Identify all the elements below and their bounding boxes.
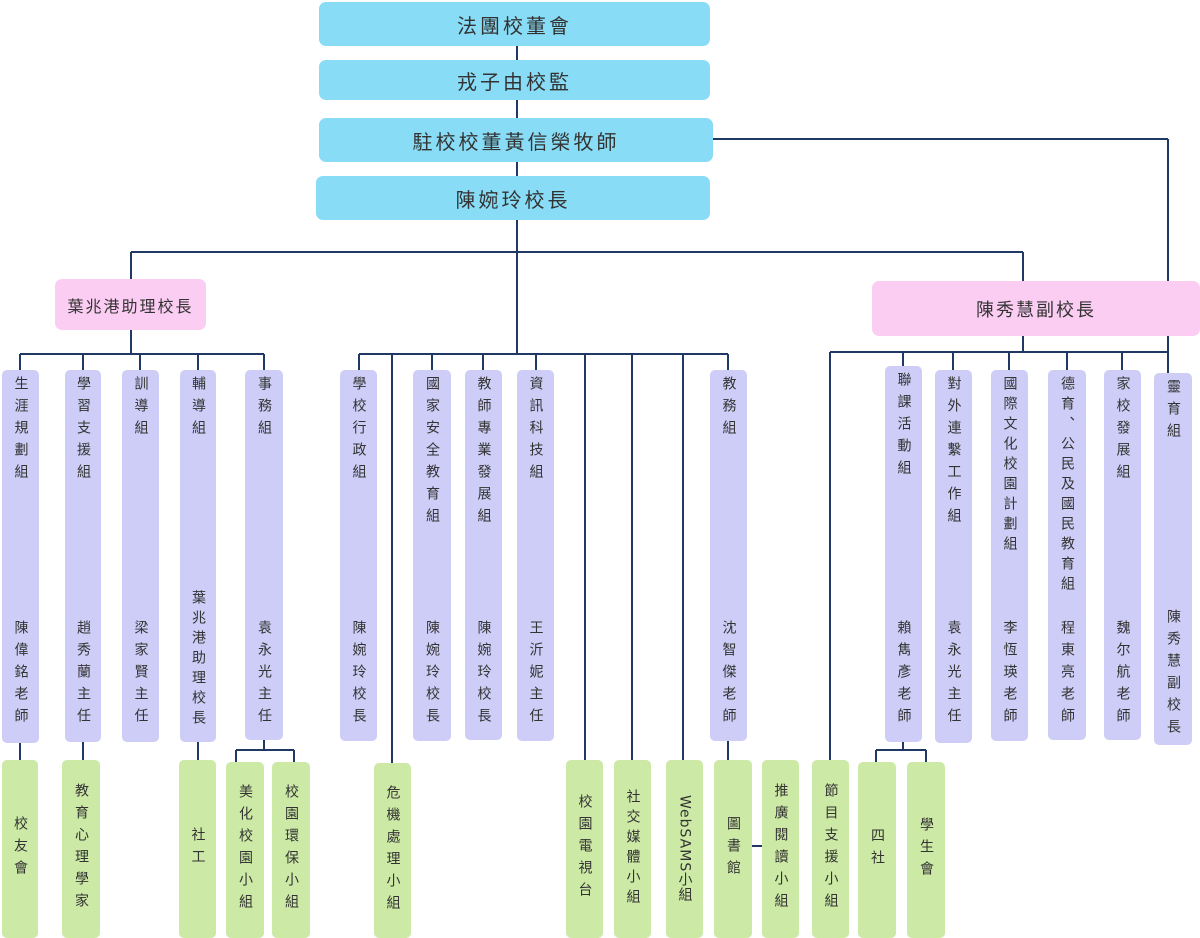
group-label: 美化校園小組 <box>237 784 253 916</box>
dept-owner: 魏尔航老師 <box>1114 620 1131 730</box>
dept-name: 輔導組 <box>190 376 206 442</box>
group-label: 校園環保小組 <box>283 784 299 916</box>
group-crisis-handling: 危機處理小組 <box>374 763 411 938</box>
dept-spiritual: 靈育組陳秀慧副校長 <box>1154 373 1192 745</box>
board-label: 法團校董會 <box>457 13 572 38</box>
dept-name: 生涯規劃組 <box>12 376 29 486</box>
dept-owner: 陳婉玲校長 <box>475 620 492 730</box>
group-label: 社交媒體小組 <box>624 789 641 909</box>
group-label: 學生會 <box>918 817 934 883</box>
group-library: 圖書館 <box>714 760 752 938</box>
dept-owner: 王沂妮主任 <box>527 620 544 730</box>
dept-extracurricular: 聯課活動組賴雋彥老師 <box>885 366 922 742</box>
group-reading-promotion: 推廣閱讀小組 <box>762 760 799 938</box>
dept-owner: 程東亮老師 <box>1059 620 1075 730</box>
group-label: 校友會 <box>12 816 28 882</box>
deputy-principal-label: 陳秀慧副校長 <box>976 299 1096 321</box>
dept-name: 家校發展組 <box>1114 376 1131 486</box>
dept-name: 學校行政組 <box>350 376 367 486</box>
dept-owner: 梁家賢主任 <box>132 620 149 730</box>
dept-general-affairs: 事務組袁永光主任 <box>245 370 283 740</box>
dept-international-culture: 國際文化校園計劃組李恆瑛老師 <box>991 370 1028 741</box>
dept-it: 資訊科技組王沂妮主任 <box>517 370 554 741</box>
deputy-principal-box: 陳秀慧副校長 <box>872 281 1200 336</box>
group-label: 校園電視台 <box>576 794 593 904</box>
dept-name: 教師專業發展組 <box>475 376 492 530</box>
group-label: 四社 <box>869 828 885 872</box>
group-label: 節目支援小組 <box>822 783 839 915</box>
group-campus-environmental: 校園環保小組 <box>272 762 310 938</box>
dept-external-liaison: 對外連繫工作組袁永光主任 <box>935 370 972 743</box>
dept-counseling: 輔導組葉兆港助理校長 <box>180 370 216 742</box>
dept-name: 訓導組 <box>132 376 149 442</box>
group-label: 教育心理學家 <box>73 783 89 915</box>
dept-name: 德育、公民及國民教育組 <box>1059 376 1075 596</box>
dept-name: 國家安全教育組 <box>424 376 440 530</box>
dept-national-security: 國家安全教育組陳婉玲校長 <box>413 370 451 741</box>
principal-box: 陳婉玲校長 <box>316 176 710 220</box>
group-label: 圖書館 <box>725 816 741 882</box>
group-social-worker: 社工 <box>179 760 216 938</box>
group-social-media: 社交媒體小組 <box>614 760 651 938</box>
dept-name: 聯課活動組 <box>895 372 912 482</box>
group-educational-psychologist: 教育心理學家 <box>62 760 100 938</box>
assistant-principal-label: 葉兆港助理校長 <box>67 296 194 316</box>
dept-name: 靈育組 <box>1165 379 1181 445</box>
dept-owner: 陳秀慧副校長 <box>1165 609 1181 741</box>
supervisor-box: 戎子由校監 <box>319 60 710 100</box>
dept-learning-support: 學習支援組趙秀蘭主任 <box>65 370 101 742</box>
dept-name: 對外連繫工作組 <box>945 376 962 530</box>
group-label: WebSAMS小組 <box>676 795 693 903</box>
assistant-principal-box: 葉兆港助理校長 <box>55 279 206 330</box>
dept-owner: 陳婉玲校長 <box>350 620 367 730</box>
dept-career-planning: 生涯規劃組陳偉銘老師 <box>2 370 39 743</box>
dept-name: 國際文化校園計劃組 <box>1001 376 1018 556</box>
dept-owner: 陳婉玲校長 <box>424 620 440 730</box>
dept-owner: 李恆瑛老師 <box>1001 620 1018 730</box>
dept-academic-affairs: 教務組沈智傑老師 <box>710 370 747 741</box>
dept-owner: 趙秀蘭主任 <box>75 620 91 730</box>
group-student-union: 學生會 <box>907 762 945 938</box>
dept-school-admin: 學校行政組陳婉玲校長 <box>340 370 377 741</box>
dept-home-school: 家校發展組魏尔航老師 <box>1104 370 1141 740</box>
dept-moral-civic: 德育、公民及國民教育組程東亮老師 <box>1048 370 1086 740</box>
group-label: 危機處理小組 <box>384 784 401 917</box>
dept-owner: 沈智傑老師 <box>720 620 737 730</box>
dept-owner: 袁永光主任 <box>256 620 272 730</box>
principal-label: 陳婉玲校長 <box>455 187 571 212</box>
group-alumni: 校友會 <box>2 760 38 938</box>
group-label: 推廣閱讀小組 <box>772 783 789 915</box>
group-campus-beautification: 美化校園小組 <box>226 762 264 938</box>
group-websams: WebSAMS小組 <box>666 760 703 938</box>
group-four-houses: 四社 <box>858 762 896 938</box>
group-program-support: 節目支援小組 <box>812 760 849 938</box>
dept-name: 資訊科技組 <box>527 376 544 486</box>
dept-name: 事務組 <box>256 376 272 442</box>
supervisor-label: 戎子由校監 <box>457 69 572 94</box>
dept-discipline: 訓導組梁家賢主任 <box>122 370 159 742</box>
group-campus-tv: 校園電視台 <box>566 760 603 938</box>
dept-owner: 賴雋彥老師 <box>895 620 912 730</box>
dept-owner: 袁永光主任 <box>945 620 962 730</box>
resident-manager-label: 駐校校董黃信榮牧師 <box>412 129 620 154</box>
board-box: 法團校董會 <box>319 2 710 46</box>
dept-owner: 葉兆港助理校長 <box>190 590 206 730</box>
dept-name: 學習支援組 <box>75 376 91 486</box>
dept-owner: 陳偉銘老師 <box>12 620 29 730</box>
dept-name: 教務組 <box>720 376 737 442</box>
resident-manager-box: 駐校校董黃信榮牧師 <box>319 118 713 162</box>
dept-teacher-development: 教師專業發展組陳婉玲校長 <box>465 370 502 740</box>
group-label: 社工 <box>189 827 206 871</box>
